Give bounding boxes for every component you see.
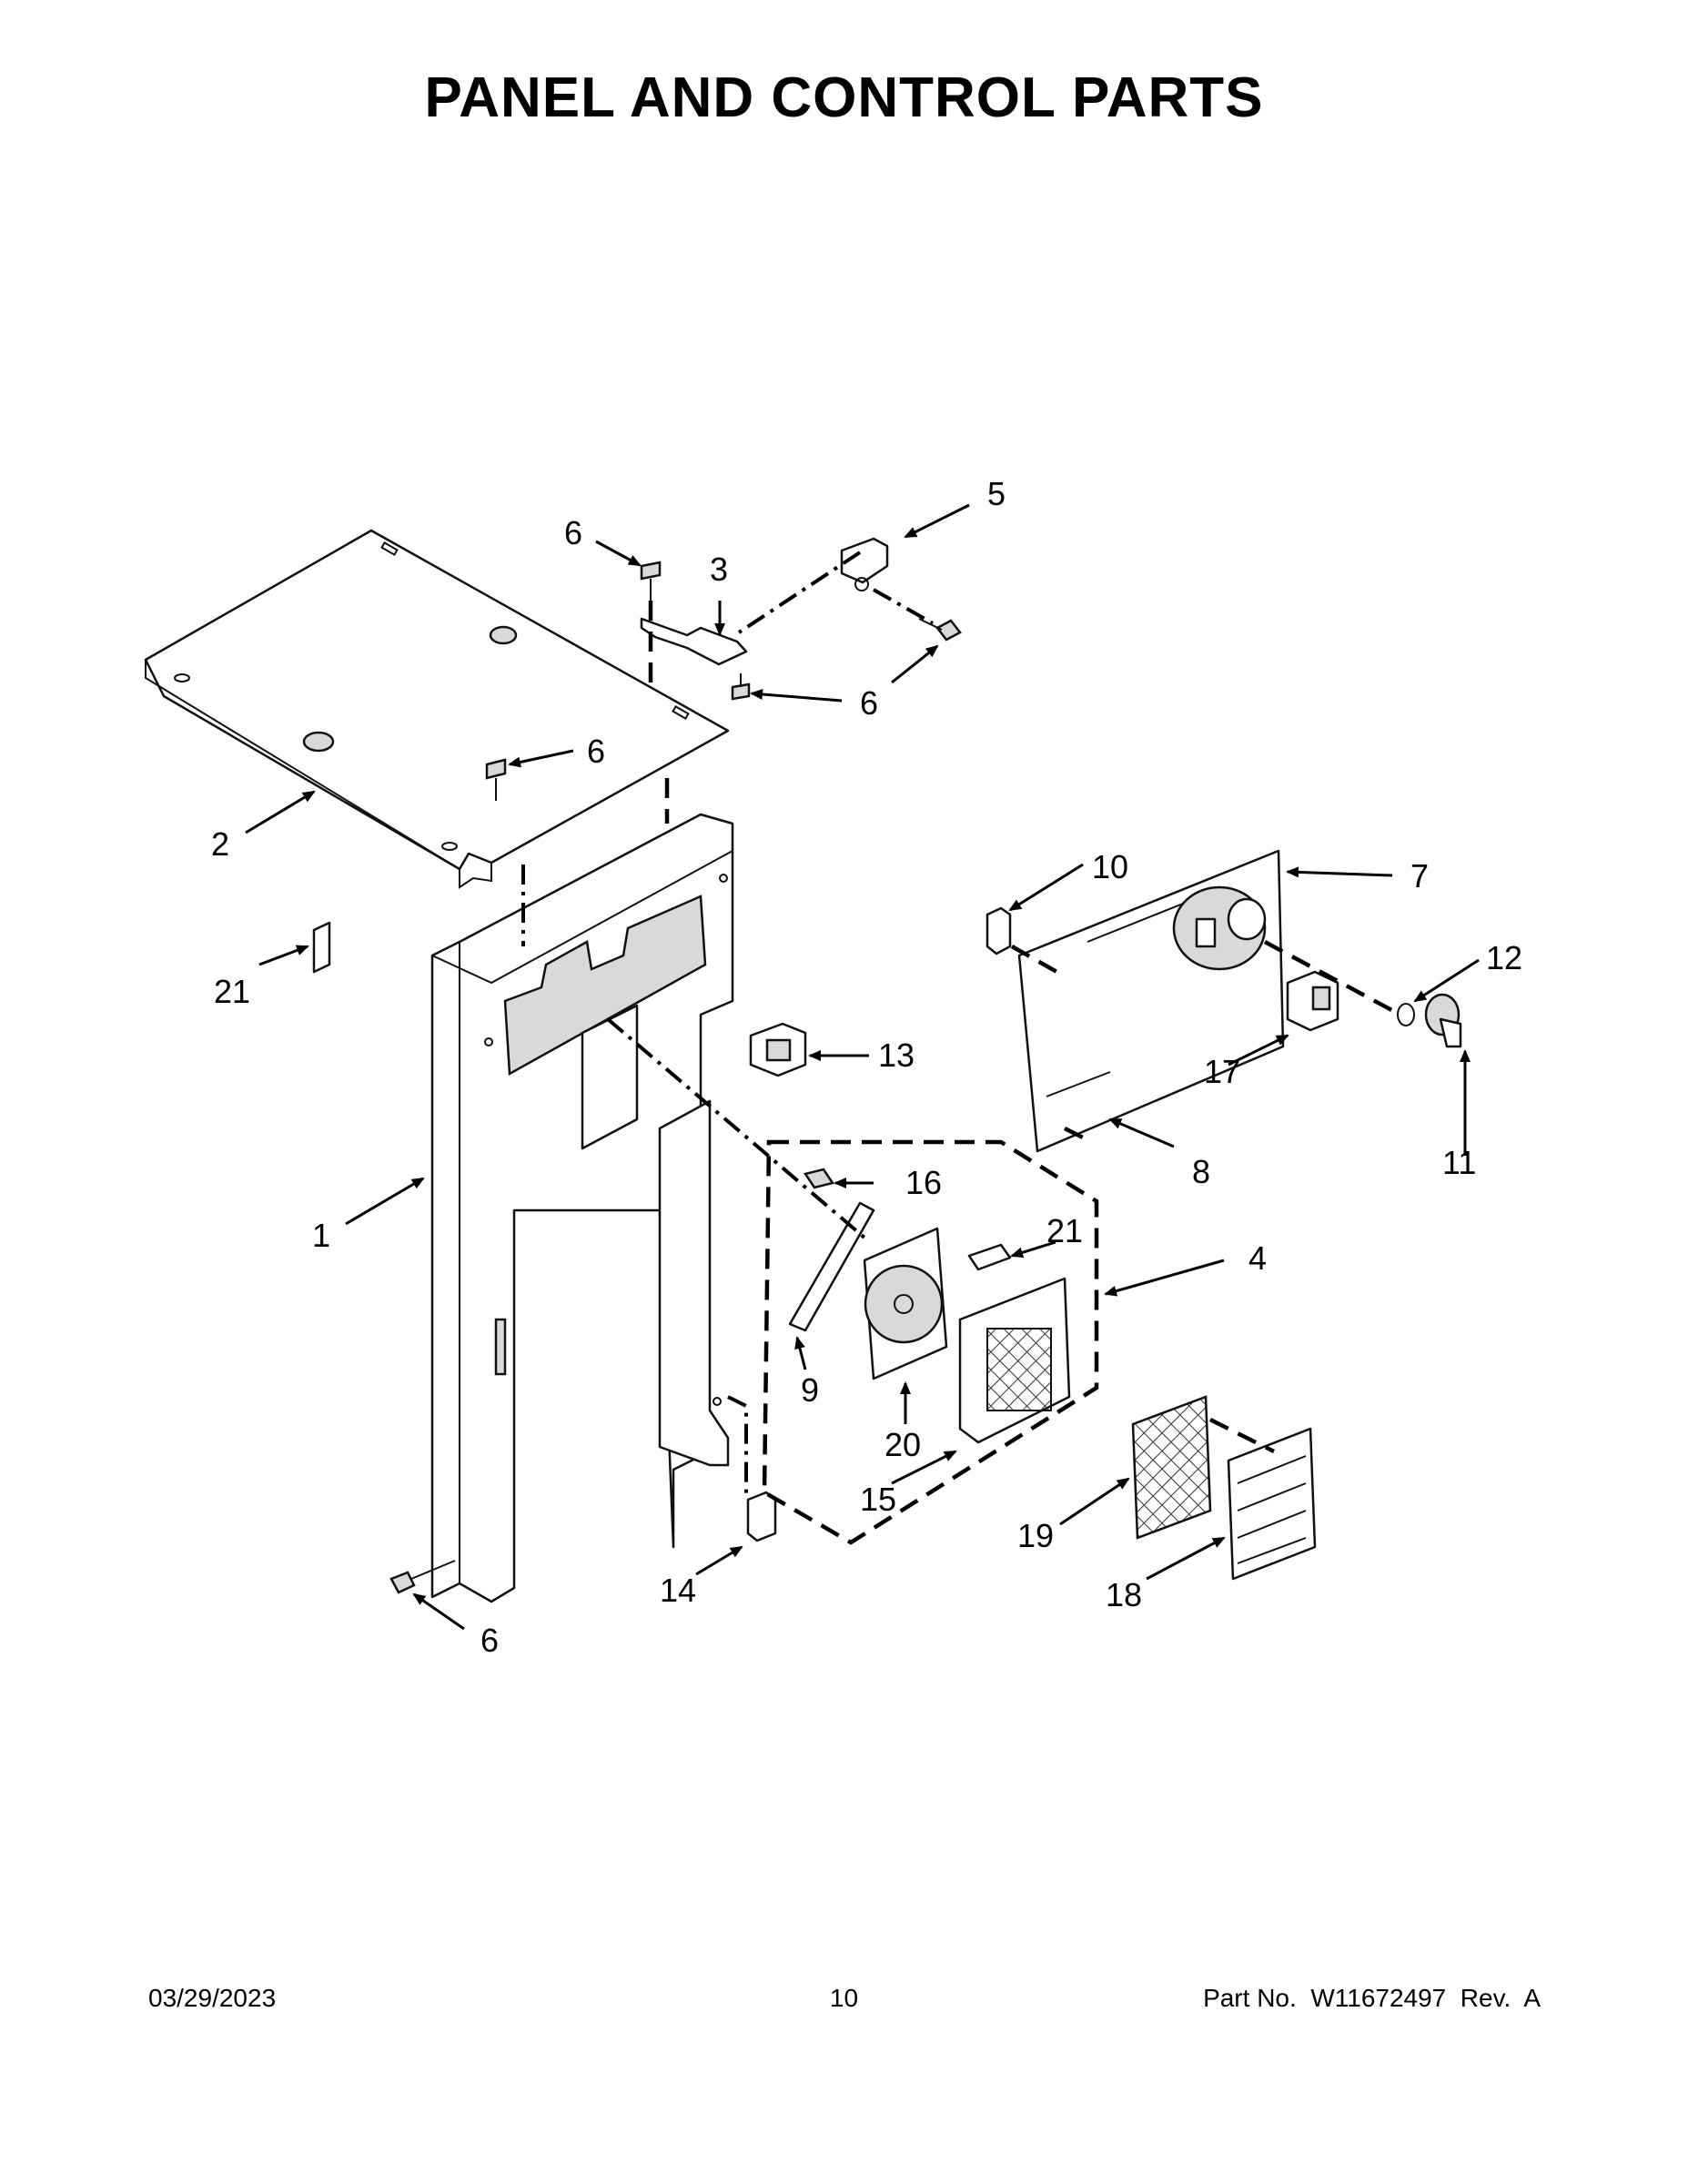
callout-6-top: 6: [564, 514, 582, 551]
top-panel-part: [144, 529, 730, 889]
callout-11: 11: [1442, 1144, 1476, 1181]
callout-4: 4: [1248, 1239, 1267, 1277]
alignment-line-grille: [1208, 1417, 1276, 1454]
callout-8: 8: [1192, 1153, 1210, 1190]
callout-3: 3: [710, 551, 728, 588]
callout-9: 9: [801, 1371, 819, 1409]
screw-part-sensor: [918, 618, 962, 642]
footer-part-number: Part No. W11672497 Rev. A: [1203, 1984, 1541, 2012]
alignment-line-housing: [606, 1017, 866, 1239]
callout-17: 17: [1204, 1053, 1240, 1090]
callout-14: 14: [660, 1572, 696, 1609]
callout-19: 19: [1017, 1517, 1054, 1554]
callout-5: 5: [987, 475, 1006, 512]
control-housing-part: [430, 813, 734, 1603]
clip-part-right: [967, 1243, 1012, 1271]
screw-part-sixteen: [803, 1168, 835, 1189]
footer-page-number: 10: [829, 1984, 859, 2012]
callout-2: 2: [211, 825, 229, 863]
clip-part-left: [312, 921, 331, 974]
bracket-part: [640, 617, 748, 666]
page-title: PANEL AND CONTROL PARTS: [424, 66, 1264, 129]
switch-part-fourteen: [746, 1491, 777, 1542]
callout-7: 7: [1410, 857, 1429, 895]
callout-20: 20: [884, 1426, 921, 1463]
rocker-switch-part: [749, 1022, 807, 1077]
footer-date: 03/29/2023: [148, 1984, 277, 2012]
grille-part: [1227, 1427, 1317, 1581]
alignment-line-screw: [873, 588, 934, 625]
fan-part: [863, 1227, 948, 1380]
ring-part: [1397, 1003, 1415, 1026]
callout-12: 12: [1486, 939, 1522, 976]
leader-arrows: [245, 503, 1480, 1631]
alignment-line-bottom: [727, 1395, 748, 1497]
screw-part-bracket: [731, 673, 751, 701]
callout-10: 10: [1092, 848, 1128, 885]
clip-part: [986, 906, 1012, 956]
callout-21-left: 21: [214, 973, 250, 1010]
strip-part: [788, 1201, 875, 1332]
callout-6-mid: 6: [587, 733, 605, 770]
alignment-line-knob: [1263, 940, 1399, 1015]
alignment-line-panel: [737, 551, 862, 634]
screw-part-bottom: [389, 1560, 456, 1594]
sensor-part: [840, 537, 889, 592]
callout-6-bottom: 6: [480, 1622, 499, 1659]
alignment-line-screw-eight: [1063, 1126, 1094, 1145]
callout-1: 1: [312, 1217, 330, 1254]
callout-6-bracket: 6: [860, 684, 878, 722]
switch-part: [1286, 970, 1339, 1032]
callout-16: 16: [905, 1164, 942, 1201]
alignment-line-panel-clip: [1010, 945, 1062, 976]
callout-21-right: 21: [1046, 1212, 1083, 1249]
knob-part: [1424, 993, 1462, 1048]
fan-guard-part: [958, 1277, 1071, 1444]
callout-13: 13: [878, 1036, 915, 1074]
filter-part: [1131, 1395, 1212, 1540]
screw-part-mid: [485, 758, 507, 801]
screw-part-top: [640, 561, 662, 601]
control-panel-bracket-part: [1017, 849, 1285, 1153]
callout-18: 18: [1106, 1576, 1142, 1613]
fan-assembly-boundary: [762, 1139, 1099, 1545]
callout-15: 15: [860, 1481, 896, 1518]
